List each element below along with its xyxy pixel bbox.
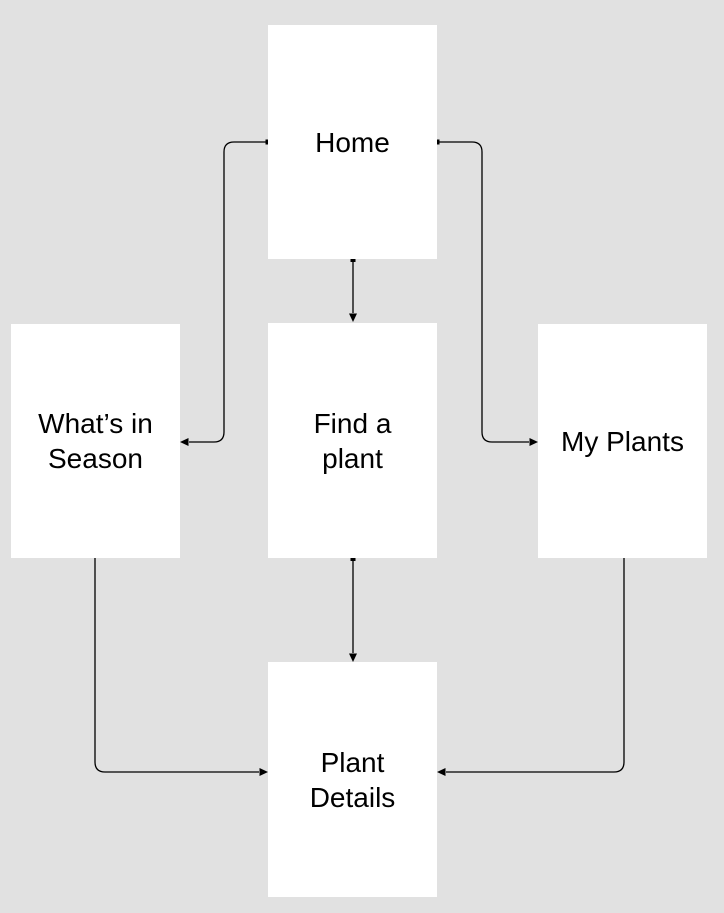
node-whats-in-season: What’s in Season: [11, 324, 180, 558]
edge-home-to-whats-in-season: [180, 139, 271, 446]
edge-my-plants-to-plant-details: [437, 558, 625, 776]
edge-home-to-find-a-plant: [349, 257, 357, 322]
edge-whats-in-season-to-plant-details: [94, 558, 268, 776]
edge-home-to-my-plants: [434, 139, 538, 446]
node-my-plants: My Plants: [538, 324, 707, 558]
node-plant-details: Plant Details: [268, 662, 437, 897]
node-home-label: Home: [315, 126, 390, 158]
node-plant-details-label: Plant Details: [309, 746, 396, 813]
node-my-plants-label: My Plants: [561, 425, 684, 457]
edge-find-a-plant-to-plant-details: [349, 556, 357, 662]
node-whats-in-season-label: What’s in Season: [38, 408, 153, 474]
node-home: Home: [268, 25, 437, 259]
node-find-a-plant-label: Find a plant: [313, 407, 392, 474]
node-find-a-plant: Find a plant: [268, 323, 437, 558]
